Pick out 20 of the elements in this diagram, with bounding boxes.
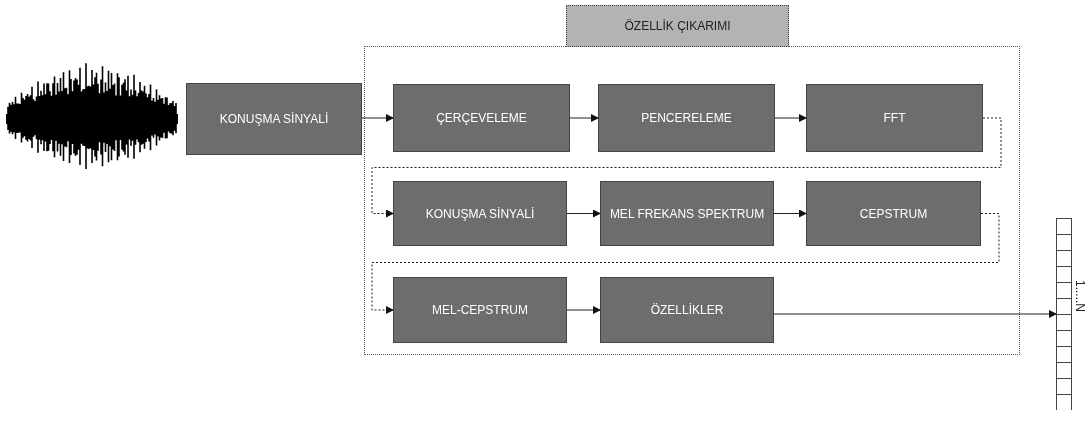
arrow <box>371 213 1000 314</box>
arrow <box>566 209 601 218</box>
arrow <box>566 306 601 314</box>
process-box: KONUŞMA SİNYALİ <box>393 181 567 246</box>
vector-index-label: 1.....N <box>1073 280 1086 312</box>
arrow <box>569 114 599 122</box>
arrow <box>361 114 394 122</box>
arrow <box>773 209 807 218</box>
process-box: MEL-CEPSTRUM <box>393 277 567 343</box>
arrow <box>773 310 1057 318</box>
process-box: FFT <box>806 84 983 152</box>
arrow <box>774 114 807 122</box>
group-title-tab: ÖZELLİK ÇIKARIMI <box>566 5 789 47</box>
arrow <box>371 117 1002 218</box>
process-box: MEL FREKANS SPEKTRUM <box>600 181 774 246</box>
process-box: ÇERÇEVELEME <box>393 84 570 152</box>
process-box: PENCERELEME <box>598 84 775 152</box>
process-box: CEPSTRUM <box>806 181 981 246</box>
process-box: KONUŞMA SİNYALİ <box>186 83 362 155</box>
process-box: ÖZELLİKLER <box>600 277 774 343</box>
